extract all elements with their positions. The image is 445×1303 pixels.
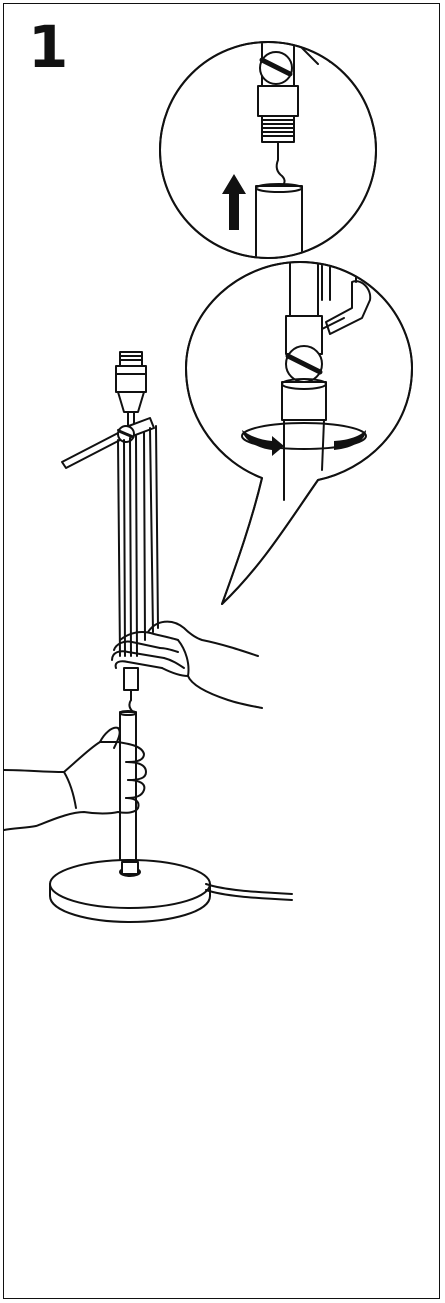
screw-icon <box>260 52 292 84</box>
detail-circle-top <box>160 30 376 266</box>
detail-circle-bottom <box>186 262 412 604</box>
screw-icon <box>286 346 322 382</box>
